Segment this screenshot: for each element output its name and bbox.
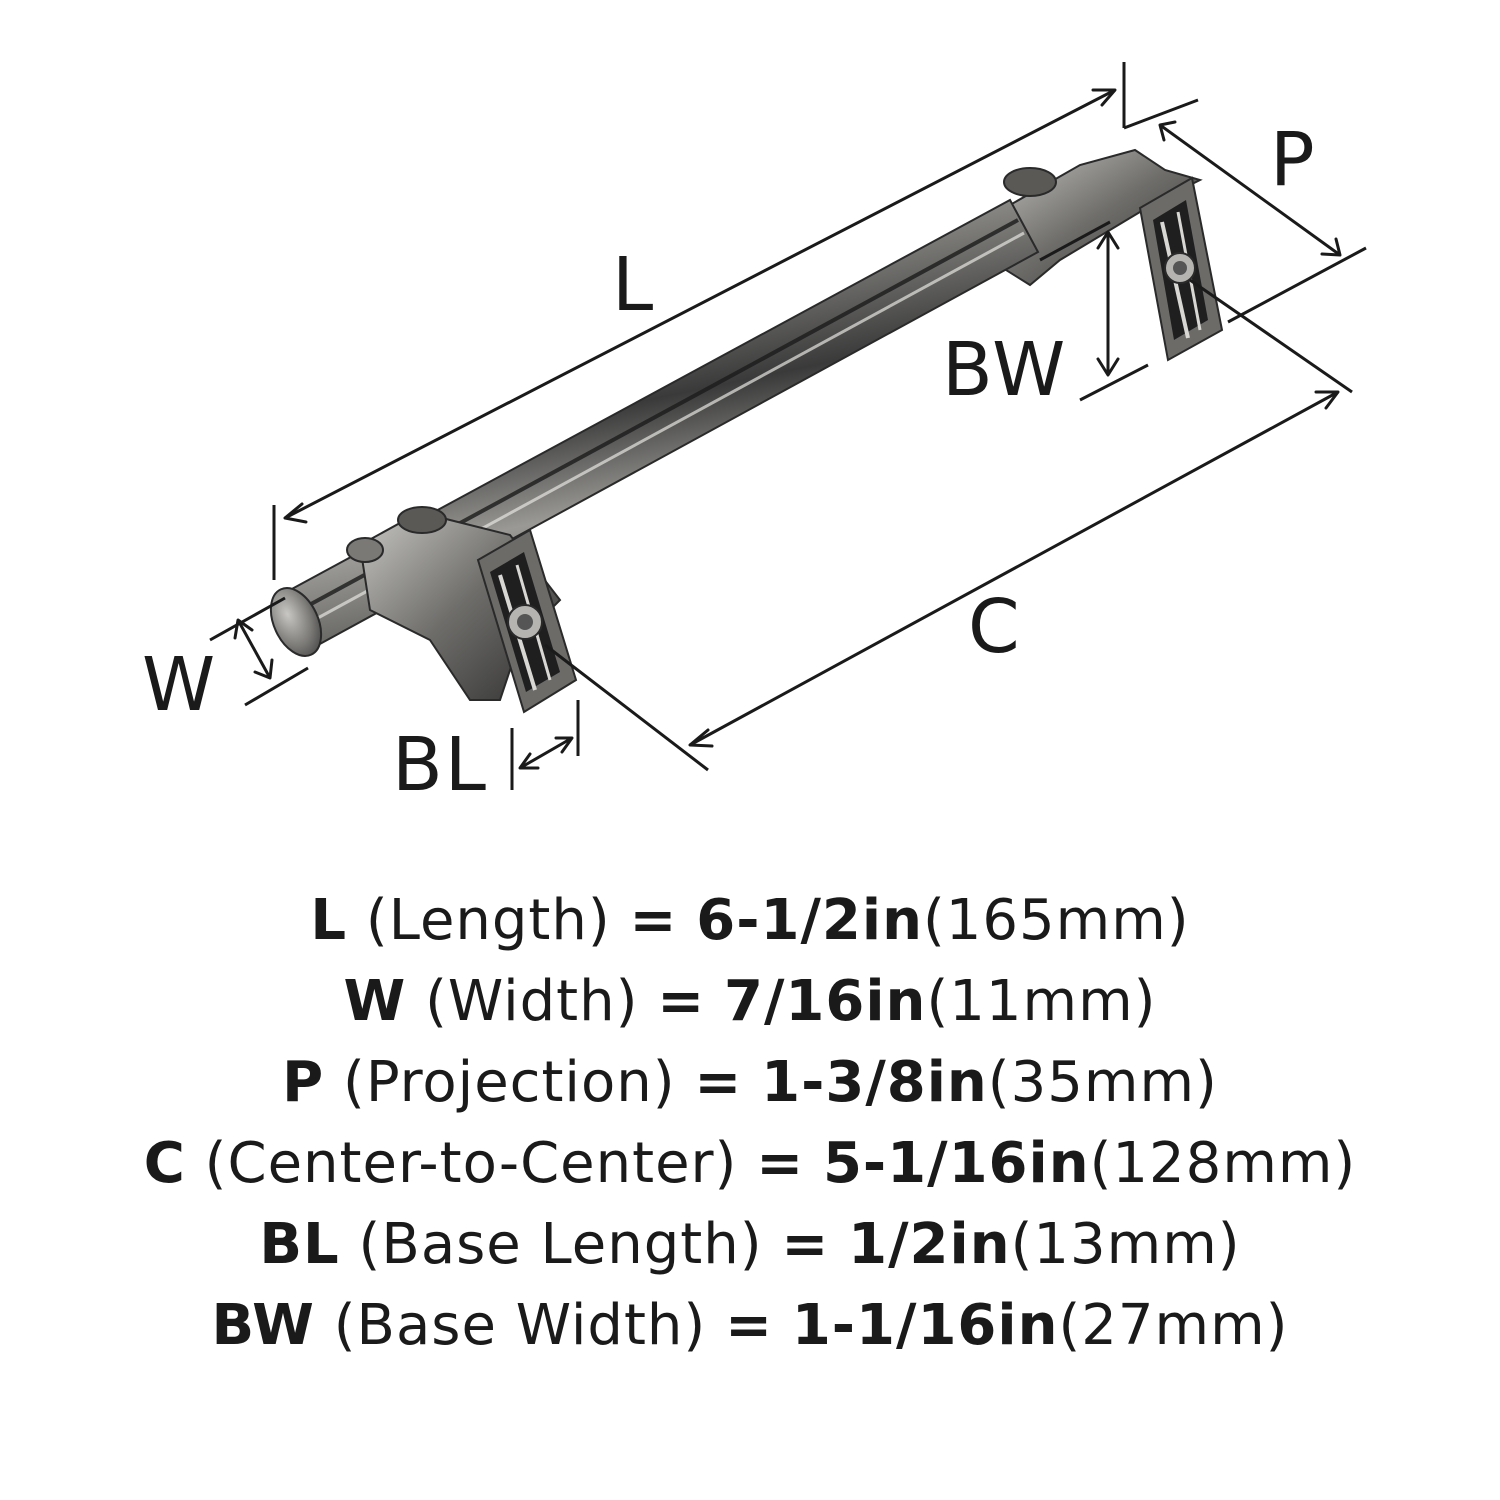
spec-key: BL: [259, 1212, 340, 1277]
spec-key: W: [343, 969, 407, 1034]
spec-value: 7/16in: [724, 969, 927, 1034]
label-C: C: [968, 584, 1022, 670]
dimension-C: C: [544, 278, 1353, 772]
spec-value: 1-1/16in: [791, 1293, 1059, 1358]
right-post: [988, 148, 1224, 362]
spec-name: (Projection): [342, 1050, 676, 1115]
spec-eq: =: [756, 1131, 805, 1196]
spec-metric: (13mm): [1010, 1212, 1241, 1277]
cabinet-pull-image: [269, 148, 1224, 714]
label-W: W: [142, 642, 217, 728]
spec-row-projection: P (Projection) = 1-3/8in(35mm): [0, 1042, 1500, 1123]
spec-name: (Base Width): [333, 1293, 707, 1358]
spec-row-base-width: BW (Base Width) = 1-1/16in(27mm): [0, 1285, 1500, 1366]
dimension-BL: BL: [392, 700, 580, 808]
spec-row-length: L (Length) = 6-1/2in(165mm): [0, 880, 1500, 961]
label-BW: BW: [942, 327, 1067, 413]
spec-metric: (165mm): [922, 888, 1190, 953]
spec-eq: =: [657, 969, 706, 1034]
spec-eq: =: [781, 1212, 830, 1277]
end-cap: [269, 587, 323, 657]
left-post: [346, 506, 578, 714]
label-BL: BL: [392, 722, 488, 808]
spec-metric: (35mm): [987, 1050, 1218, 1115]
spec-row-width: W (Width) = 7/16in(11mm): [0, 961, 1500, 1042]
spec-value: 5-1/16in: [822, 1131, 1090, 1196]
spec-name: (Length): [365, 888, 611, 953]
spec-eq: =: [629, 888, 678, 953]
label-P: P: [1270, 117, 1317, 203]
spec-name: (Center-to-Center): [204, 1131, 738, 1196]
spec-eq: =: [694, 1050, 743, 1115]
spec-name: (Base Length): [358, 1212, 763, 1277]
spec-key: L: [310, 888, 348, 953]
spec-name: (Width): [425, 969, 639, 1034]
spec-key: BW: [211, 1293, 315, 1358]
spec-key: P: [282, 1050, 325, 1115]
spec-row-center-to-center: C (Center-to-Center) = 5-1/16in(128mm): [0, 1123, 1500, 1204]
label-L: L: [612, 242, 655, 328]
dimension-P: P: [1123, 98, 1367, 324]
spec-metric: (128mm): [1089, 1131, 1357, 1196]
spec-key: C: [143, 1131, 186, 1196]
dimension-L: L: [272, 62, 1126, 580]
dimension-W: W: [142, 596, 309, 728]
spec-metric: (27mm): [1058, 1293, 1289, 1358]
spec-value: 1-3/8in: [761, 1050, 988, 1115]
dimension-diagram: L P BW C W: [142, 62, 1367, 808]
dimension-BW: BW: [942, 220, 1149, 413]
spec-metric: (11mm): [926, 969, 1157, 1034]
spec-eq: =: [725, 1293, 773, 1358]
specification-list: L (Length) = 6-1/2in(165mm) W (Width) = …: [0, 880, 1500, 1366]
spec-row-base-length: BL (Base Length) = 1/2in(13mm): [0, 1204, 1500, 1285]
spec-value: 6-1/2in: [696, 888, 923, 953]
spec-value: 1/2in: [848, 1212, 1011, 1277]
